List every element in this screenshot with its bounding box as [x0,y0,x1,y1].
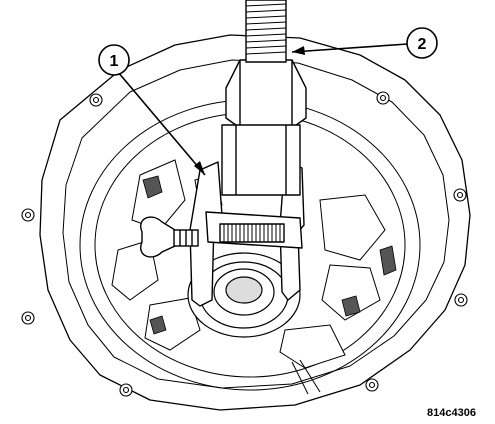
thumb-screw-handle [140,216,199,258]
flange-bolt-holes [21,91,468,397]
callout-2: 2 [406,27,438,59]
figure-id: 814c4306 [427,407,476,419]
callout-leaders [117,43,409,176]
shaded-areas [142,175,397,335]
callout-1: 1 [98,44,130,76]
bearing-seat [187,252,301,338]
callout-arrowheads [194,46,305,175]
internal-details [111,159,386,395]
forcing-screw-threads [245,3,287,55]
callout-2-label: 2 [418,36,427,53]
callout-1-label: 1 [110,53,119,70]
puller-knurl [223,224,281,242]
